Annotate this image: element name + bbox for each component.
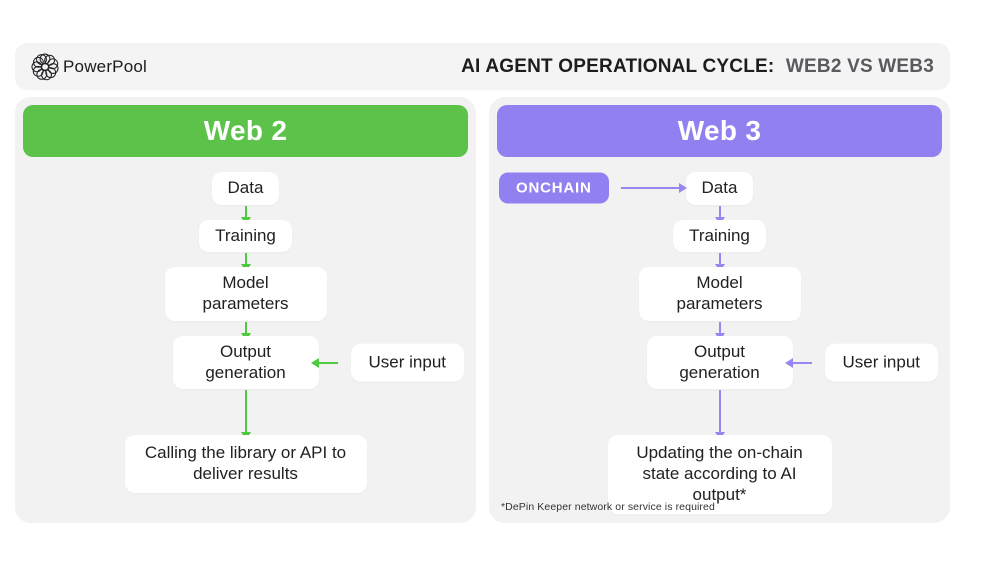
flow-row-training: Training bbox=[23, 219, 468, 253]
arrow-down-icon bbox=[718, 390, 721, 435]
flow-step-final: Updating the on-chain state according to… bbox=[607, 435, 832, 514]
arrow-down-icon bbox=[718, 253, 721, 267]
panel-web2: Web 2 Data Training Model parameters bbox=[15, 97, 476, 523]
flow-row-output-generation: Output generation User input bbox=[497, 335, 942, 390]
flow-row-final: Updating the on-chain state according to… bbox=[497, 435, 942, 514]
arrow-down-icon bbox=[244, 321, 247, 335]
flow-web2: Data Training Model parameters Output ge… bbox=[23, 157, 468, 493]
page-title: AI AGENT OPERATIONAL CYCLE: WEB2 VS WEB3 bbox=[461, 56, 934, 78]
flow-row-model-parameters: Model parameters bbox=[23, 267, 468, 321]
arrow-left-icon bbox=[791, 361, 812, 364]
flow-step-training: Training bbox=[673, 219, 766, 253]
arrow-down-icon bbox=[244, 205, 247, 219]
arrow-down-icon bbox=[244, 390, 247, 435]
comparison-panels: Web 2 Data Training Model parameters bbox=[15, 97, 950, 523]
brand-name: PowerPool bbox=[63, 56, 148, 76]
arrow-right-icon bbox=[621, 187, 680, 190]
user-input-box: User input bbox=[824, 343, 938, 383]
top-bar: PowerPool AI AGENT OPERATIONAL CYCLE: WE… bbox=[15, 43, 950, 90]
onchain-badge: ONCHAIN bbox=[499, 172, 609, 204]
flow-step-data: Data bbox=[685, 172, 754, 205]
flow-step-training: Training bbox=[199, 219, 292, 253]
flow-row-data: ONCHAIN Data bbox=[497, 172, 942, 205]
flow-row-training: Training bbox=[497, 219, 942, 253]
page-title-sub: WEB2 VS WEB3 bbox=[785, 55, 934, 77]
flow-step-data: Data bbox=[211, 172, 280, 205]
flow-step-model-parameters: Model parameters bbox=[638, 267, 801, 321]
flow-step-final: Calling the library or API to deliver re… bbox=[124, 435, 367, 493]
arrow-down-icon bbox=[718, 205, 721, 219]
user-input-box: User input bbox=[350, 343, 464, 383]
panel-header-web3: Web 3 bbox=[497, 105, 942, 157]
panel-header-web2: Web 2 bbox=[23, 105, 468, 157]
content-wrapper: PowerPool AI AGENT OPERATIONAL CYCLE: WE… bbox=[15, 43, 950, 523]
arrow-left-icon bbox=[317, 361, 338, 364]
powerpool-logo-icon bbox=[28, 50, 62, 84]
flow-row-data: Data bbox=[23, 172, 468, 205]
flow-step-model-parameters: Model parameters bbox=[164, 267, 327, 321]
flow-row-output-generation: Output generation User input bbox=[23, 335, 468, 390]
arrow-down-icon bbox=[718, 321, 721, 335]
flow-row-final: Calling the library or API to deliver re… bbox=[23, 435, 468, 493]
panel-web3: Web 3 ONCHAIN Data Training Model parame… bbox=[489, 97, 950, 523]
brand: PowerPool bbox=[28, 50, 147, 84]
footnote: *DePin Keeper network or service is requ… bbox=[501, 501, 715, 513]
flow-row-model-parameters: Model parameters bbox=[497, 267, 942, 321]
flow-step-output-generation: Output generation bbox=[646, 335, 793, 390]
arrow-down-icon bbox=[244, 253, 247, 267]
flow-step-output-generation: Output generation bbox=[172, 335, 319, 390]
page-title-main: AI AGENT OPERATIONAL CYCLE: bbox=[461, 55, 775, 77]
flow-web3: ONCHAIN Data Training Model parameters O bbox=[497, 157, 942, 514]
